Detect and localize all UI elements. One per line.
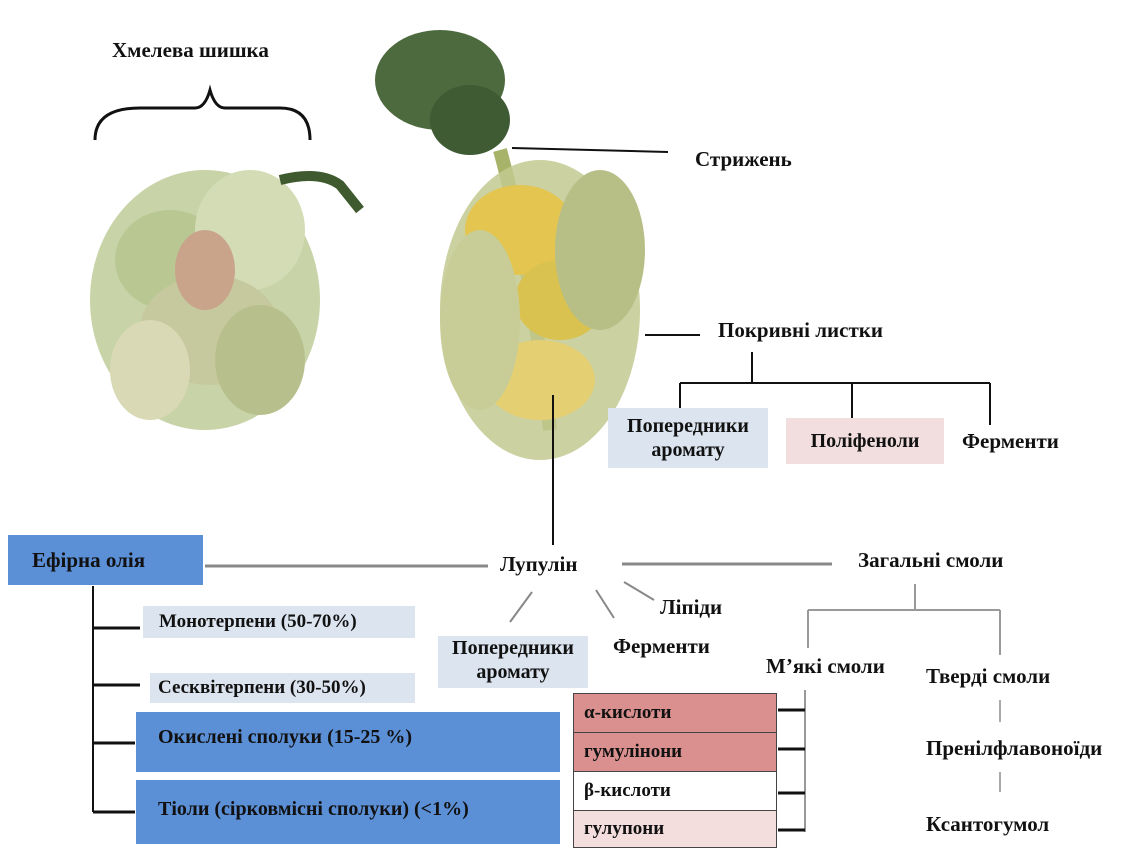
- thiols-box: Тіоли (сірковмісні сполуки) (<1%): [136, 780, 560, 844]
- oxidized-box: Окислені сполуки (15-25 %): [136, 712, 560, 772]
- lipids-label: Ліпіди: [660, 595, 722, 619]
- strig-illustration: [375, 30, 645, 460]
- sesquiterpenes-label: Сесквітерпени (30-50%): [158, 677, 366, 698]
- essential-oil-label: Ефірна олія: [32, 548, 145, 572]
- soft-resins-table: α-кислоти гумулінони β-кислоти гулупони: [573, 693, 777, 848]
- humulinones-label: гумулінони: [584, 741, 682, 762]
- prenylflavonoids-label: Пренілфлавоноїди: [926, 736, 1102, 760]
- oxidized-label: Окислені сполуки (15-25 %): [158, 726, 412, 748]
- xanthohumol-label: Ксантогумол: [926, 812, 1049, 836]
- sesquiterpenes-box: Сесквітерпени (30-50%): [150, 673, 415, 703]
- soft-resins-label: М’які смоли: [766, 654, 885, 678]
- alpha-acids-label: α-кислоти: [584, 702, 671, 723]
- hulupones-cell: гулупони: [574, 811, 776, 847]
- hop-cone-label: Хмелева шишка: [112, 38, 269, 62]
- beta-acids-cell: β-кислоти: [574, 772, 776, 811]
- monoterpenes-box: Монотерпени (50-70%): [143, 606, 415, 638]
- hop-cone-illustration: [90, 90, 360, 430]
- thiols-label: Тіоли (сірковмісні сполуки) (<1%): [158, 798, 469, 820]
- monoterpenes-label: Монотерпени (50-70%): [159, 611, 357, 632]
- alpha-acids-cell: α-кислоти: [574, 694, 776, 733]
- bracts-label: Покривні листки: [718, 318, 883, 342]
- total-resins-label: Загальні смоли: [858, 548, 1003, 572]
- polyphenols-box: Поліфеноли: [786, 418, 944, 464]
- polyphenols-label: Поліфеноли: [811, 430, 920, 452]
- hard-resins-label: Тверді смоли: [926, 664, 1050, 688]
- aroma-precursors-label-2: Попередники аромату: [452, 637, 574, 683]
- aroma-precursors-label-1: Попередники аромату: [608, 414, 768, 462]
- hulupones-label: гулупони: [584, 818, 664, 839]
- humulinones-cell: гумулінони: [574, 733, 776, 772]
- strig-label: Стрижень: [695, 147, 792, 171]
- aroma-precursors-box-2: Попередники аромату: [438, 636, 588, 688]
- beta-acids-label: β-кислоти: [584, 780, 671, 801]
- enzymes-label-2: Ферменти: [613, 634, 710, 658]
- aroma-precursors-box-1: Попередники аромату: [608, 408, 768, 468]
- essential-oil-box: Ефірна олія: [8, 535, 203, 585]
- enzymes-label-1: Ферменти: [962, 429, 1059, 453]
- lupulin-label: Лупулін: [500, 552, 577, 576]
